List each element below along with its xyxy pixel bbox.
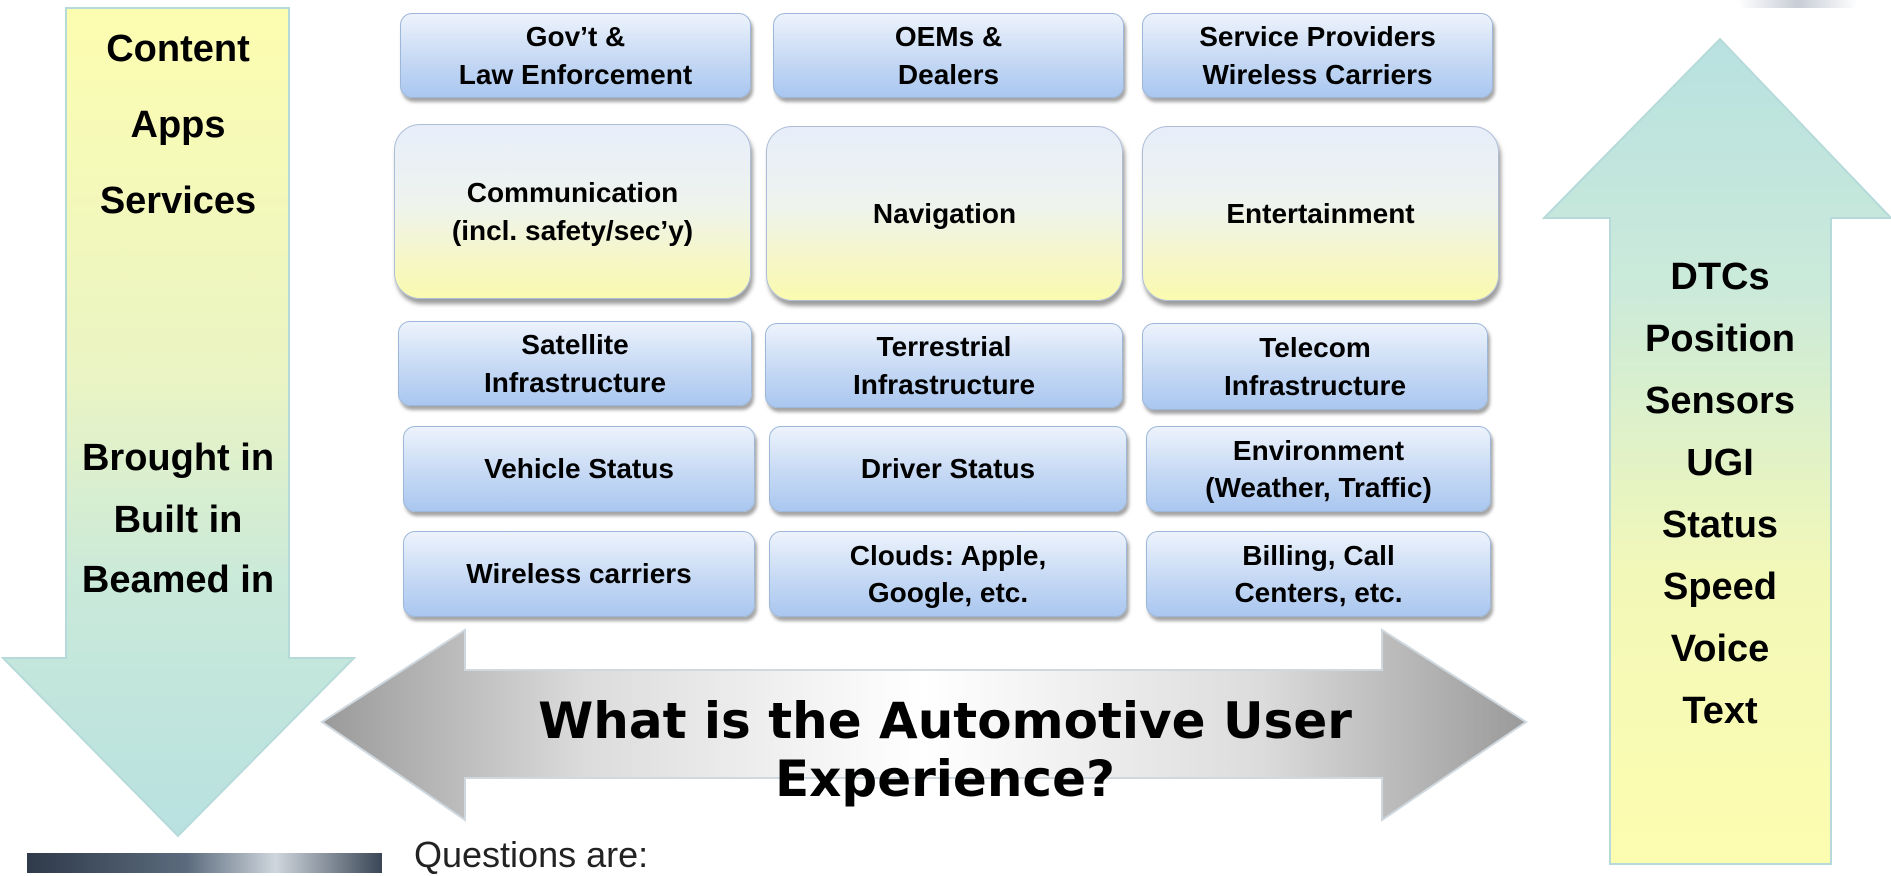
box-navigation: Navigation bbox=[766, 126, 1123, 301]
questions-heading: Questions are: bbox=[414, 834, 649, 875]
right-arrow-line-7: Voice bbox=[1670, 628, 1770, 670]
box-communication-line-1: Communication bbox=[466, 177, 679, 209]
down-arrow-shape bbox=[0, 7, 357, 838]
box-oems-dealers: OEMs & Dealers bbox=[773, 13, 1124, 98]
box-satellite-line-1: Satellite bbox=[521, 329, 629, 361]
left-arrow-line-2: Apps bbox=[130, 104, 226, 146]
box-satellite-infrastructure: Satellite Infrastructure bbox=[398, 321, 752, 406]
box-telecom-line-2: Infrastructure bbox=[1223, 369, 1407, 401]
box-vehicle-status: Vehicle Status bbox=[403, 426, 755, 512]
right-arrow-line-4: UGI bbox=[1686, 442, 1754, 484]
box-govt-line-2: Law Enforcement bbox=[458, 58, 693, 90]
corner-decoration bbox=[1738, 0, 1858, 8]
left-arrow-line-3: Services bbox=[99, 180, 257, 222]
box-telecom-line-1: Telecom bbox=[1259, 332, 1371, 364]
box-billing-call-centers: Billing, Call Centers, etc. bbox=[1146, 531, 1491, 617]
box-communication-line-2: (incl. safety/sec’y) bbox=[451, 214, 694, 246]
box-govt-line-1: Gov’t & bbox=[525, 21, 626, 53]
box-service-line-1: Service Providers bbox=[1199, 21, 1436, 53]
box-entertainment: Entertainment bbox=[1142, 126, 1499, 301]
left-arrow-line-4: Brought in bbox=[81, 437, 275, 479]
box-terrestrial-line-1: Terrestrial bbox=[876, 331, 1012, 363]
right-arrow-line-6: Speed bbox=[1662, 566, 1778, 608]
box-govt-law-enforcement: Gov’t & Law Enforcement bbox=[400, 13, 751, 98]
box-billing-line-2: Centers, etc. bbox=[1234, 577, 1403, 608]
box-entertainment-line-1: Entertainment bbox=[1226, 197, 1415, 229]
box-terrestrial-infrastructure: Terrestrial Infrastructure bbox=[765, 323, 1123, 408]
box-clouds-line-1: Clouds: Apple, bbox=[849, 539, 1047, 571]
box-oems-line-1: OEMs & bbox=[894, 21, 1003, 53]
box-wireless-carriers: Wireless carriers bbox=[403, 531, 755, 617]
box-billing-line-1: Billing, Call bbox=[1242, 539, 1395, 571]
right-arrow-line-1: DTCs bbox=[1670, 256, 1770, 298]
box-environment-line-1: Environment bbox=[1232, 434, 1405, 466]
box-oems-line-2: Dealers bbox=[897, 58, 1000, 90]
box-clouds-line-2: Google, etc. bbox=[867, 577, 1029, 608]
box-driver-status-line-1: Driver Status bbox=[860, 453, 1036, 485]
left-arrow-line-6: Beamed in bbox=[81, 559, 275, 601]
box-environment: Environment (Weather, Traffic) bbox=[1146, 426, 1491, 512]
box-vehicle-status-line-1: Vehicle Status bbox=[484, 453, 674, 485]
double-arrow-shape bbox=[320, 628, 1528, 822]
box-telecom-infrastructure: Telecom Infrastructure bbox=[1142, 323, 1488, 410]
box-service-line-2: Wireless Carriers bbox=[1202, 58, 1433, 90]
right-arrow-line-5: Status bbox=[1661, 504, 1779, 546]
up-arrow-shape bbox=[1541, 37, 1891, 865]
box-service-providers: Service Providers Wireless Carriers bbox=[1142, 13, 1493, 98]
right-arrow-line-8: Text bbox=[1682, 690, 1758, 732]
box-terrestrial-line-2: Infrastructure bbox=[852, 368, 1036, 400]
left-arrow-line-1: Content bbox=[106, 28, 250, 70]
right-arrow-line-2: Position bbox=[1645, 318, 1795, 360]
box-environment-line-2: (Weather, Traffic) bbox=[1205, 472, 1432, 503]
box-communication: Communication (incl. safety/sec’y) bbox=[394, 124, 751, 299]
left-arrow-line-5: Built in bbox=[113, 499, 243, 541]
box-driver-status: Driver Status bbox=[769, 426, 1127, 512]
box-satellite-line-2: Infrastructure bbox=[483, 366, 667, 398]
photo-thumbnail bbox=[27, 853, 382, 873]
box-wireless-carriers-line-1: Wireless carriers bbox=[466, 558, 692, 590]
box-clouds: Clouds: Apple, Google, etc. bbox=[769, 531, 1127, 617]
right-arrow-line-3: Sensors bbox=[1645, 380, 1795, 422]
page-title: What is the Automotive User Experience? bbox=[538, 692, 1352, 808]
box-navigation-line-1: Navigation bbox=[872, 197, 1017, 229]
